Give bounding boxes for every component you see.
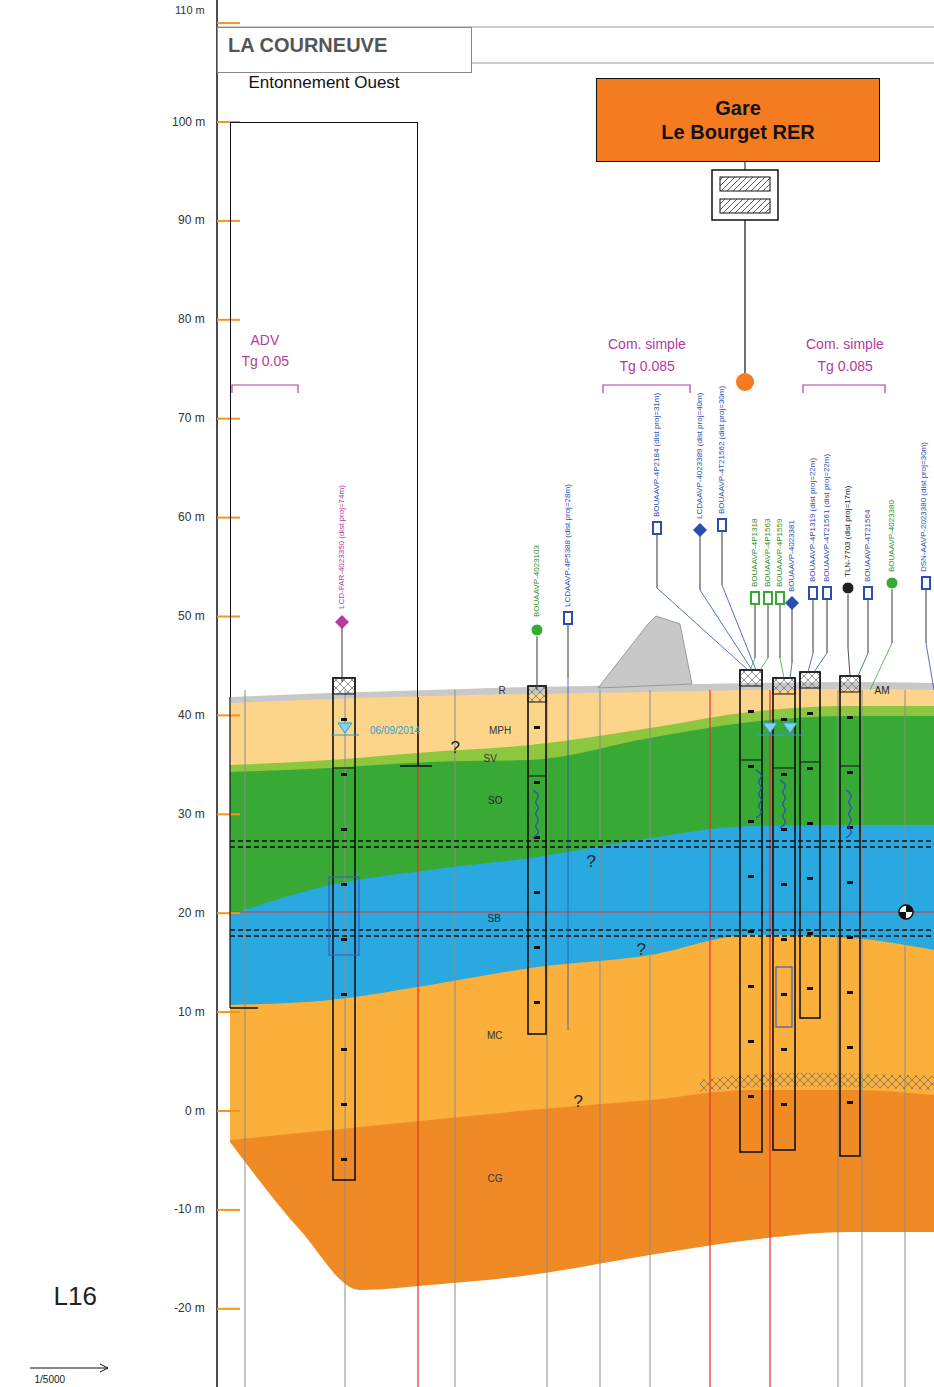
depth-label: -10 m bbox=[174, 1203, 205, 1216]
layer-code: CG bbox=[488, 1173, 503, 1184]
borehole-id: BOUAAVP-4P1319 (dist proj=22m) bbox=[809, 457, 818, 583]
shaft-base bbox=[400, 765, 432, 767]
place-name: LA COURNEUVE bbox=[218, 28, 471, 62]
place-header: LA COURNEUVE bbox=[217, 27, 472, 73]
depth-label: 10 m bbox=[178, 1006, 205, 1019]
borehole-id: DSN-AAVP-2023380 (dist proj=30m) bbox=[920, 441, 929, 573]
station-name: Le Bourget RER bbox=[661, 120, 814, 144]
station-box: GareLe Bourget RER bbox=[596, 78, 880, 162]
depth-label: 30 m bbox=[178, 808, 205, 821]
borehole-id: BOUAAVP-4P2184 (dist proj=31m) bbox=[653, 392, 662, 518]
borehole-id: BOUAAVP-4023381 bbox=[788, 519, 797, 593]
boreholes bbox=[329, 670, 860, 1180]
layer-code: MC bbox=[487, 1030, 503, 1041]
water-date: 06/09/2014 bbox=[370, 725, 420, 736]
depth-label: -20 m bbox=[174, 1302, 205, 1315]
depth-axis bbox=[217, 0, 240, 1387]
layer-code: AM bbox=[875, 685, 890, 696]
scale-label: 1/5000 bbox=[35, 1374, 66, 1385]
uncertainty-mark: ? bbox=[637, 941, 646, 960]
borehole-id: BOUAAVP-4T21564 bbox=[864, 509, 873, 583]
mph-layer bbox=[230, 689, 934, 1387]
zone-label: Tg 0.085 bbox=[818, 359, 873, 374]
layer-code: R bbox=[499, 685, 506, 696]
uncertainty-mark: ? bbox=[451, 739, 460, 758]
grid bbox=[230, 690, 934, 1387]
depth-label: 70 m bbox=[178, 412, 205, 425]
remblai-layer bbox=[230, 682, 934, 1387]
layer-code: SB bbox=[488, 913, 501, 924]
depth-label: 80 m bbox=[178, 313, 205, 326]
sb-layer bbox=[230, 825, 934, 1387]
borehole-markers bbox=[335, 519, 934, 1030]
zone-bracket bbox=[603, 385, 690, 393]
layer-code: MPH bbox=[489, 725, 511, 736]
depth-label: 60 m bbox=[178, 511, 205, 524]
zone-label: Tg 0.085 bbox=[620, 359, 675, 374]
borehole-id: LCD-FAR-4023350 (dist proj=74m) bbox=[338, 484, 347, 610]
line-name: L16 bbox=[54, 1282, 97, 1311]
zone-label: ADV bbox=[251, 333, 280, 348]
borehole-id: BOUAAVP-4T21562 (dist proj=30m) bbox=[718, 385, 727, 515]
scale-arrow bbox=[30, 1364, 108, 1372]
station-name: Gare bbox=[715, 96, 761, 120]
depth-label: 90 m bbox=[178, 214, 205, 227]
layer-code: SV bbox=[484, 753, 497, 764]
shaft-base bbox=[230, 1007, 258, 1009]
ground-below bbox=[230, 1142, 934, 1387]
zone-label: Com. simple bbox=[806, 337, 884, 352]
zone-bracket bbox=[232, 385, 298, 393]
depth-label: 110 m bbox=[175, 4, 205, 16]
zone-label: Tg 0.05 bbox=[242, 354, 289, 369]
shaft-outline: Entonnement Ouest bbox=[230, 122, 418, 697]
layer-code: SO bbox=[488, 795, 502, 806]
borehole-id: BOUAAVP-4P1318 bbox=[751, 518, 760, 588]
depth-label: 20 m bbox=[178, 907, 205, 920]
mc-layer bbox=[230, 935, 934, 1387]
depth-label: 40 m bbox=[178, 709, 205, 722]
depth-label: 0 m bbox=[185, 1105, 205, 1118]
uncertainty-mark: ? bbox=[574, 1093, 583, 1112]
cg-layer bbox=[230, 1090, 934, 1387]
borehole-id: BOUAAVP-4P1559 bbox=[776, 518, 785, 588]
hatched-strip bbox=[700, 1073, 934, 1092]
depth-label: 100 m bbox=[172, 116, 205, 129]
borehole-id: BOUAAVP-4T21561 (dist proj=22m) bbox=[823, 453, 832, 583]
borehole-id: BOUAAVP-4023103 bbox=[533, 544, 542, 618]
sv-layer bbox=[230, 706, 934, 1387]
embankment bbox=[598, 616, 692, 688]
borehole-id: LCDAAVP-4023389 (dist proj=40m) bbox=[696, 392, 705, 520]
station-symbol bbox=[712, 162, 778, 391]
borehole-id: TLN-7703 (dist proj=17m) bbox=[844, 485, 853, 578]
depth-label: 50 m bbox=[178, 610, 205, 623]
zone-label: Com. simple bbox=[608, 337, 686, 352]
shaft-wall bbox=[229, 697, 230, 1008]
borehole-id: BOUAAVP-4P1563 bbox=[764, 518, 773, 588]
shaft-name: Entonnement Ouest bbox=[231, 73, 417, 93]
borehole-id: BOUAAVP-4023380 bbox=[888, 499, 897, 573]
so-layer bbox=[230, 716, 934, 1387]
borehole-id: LCDAAVP-4P5388 (dist proj=28m) bbox=[564, 483, 573, 608]
uncertainty-mark: ? bbox=[587, 853, 596, 872]
zone-bracket bbox=[803, 385, 885, 393]
